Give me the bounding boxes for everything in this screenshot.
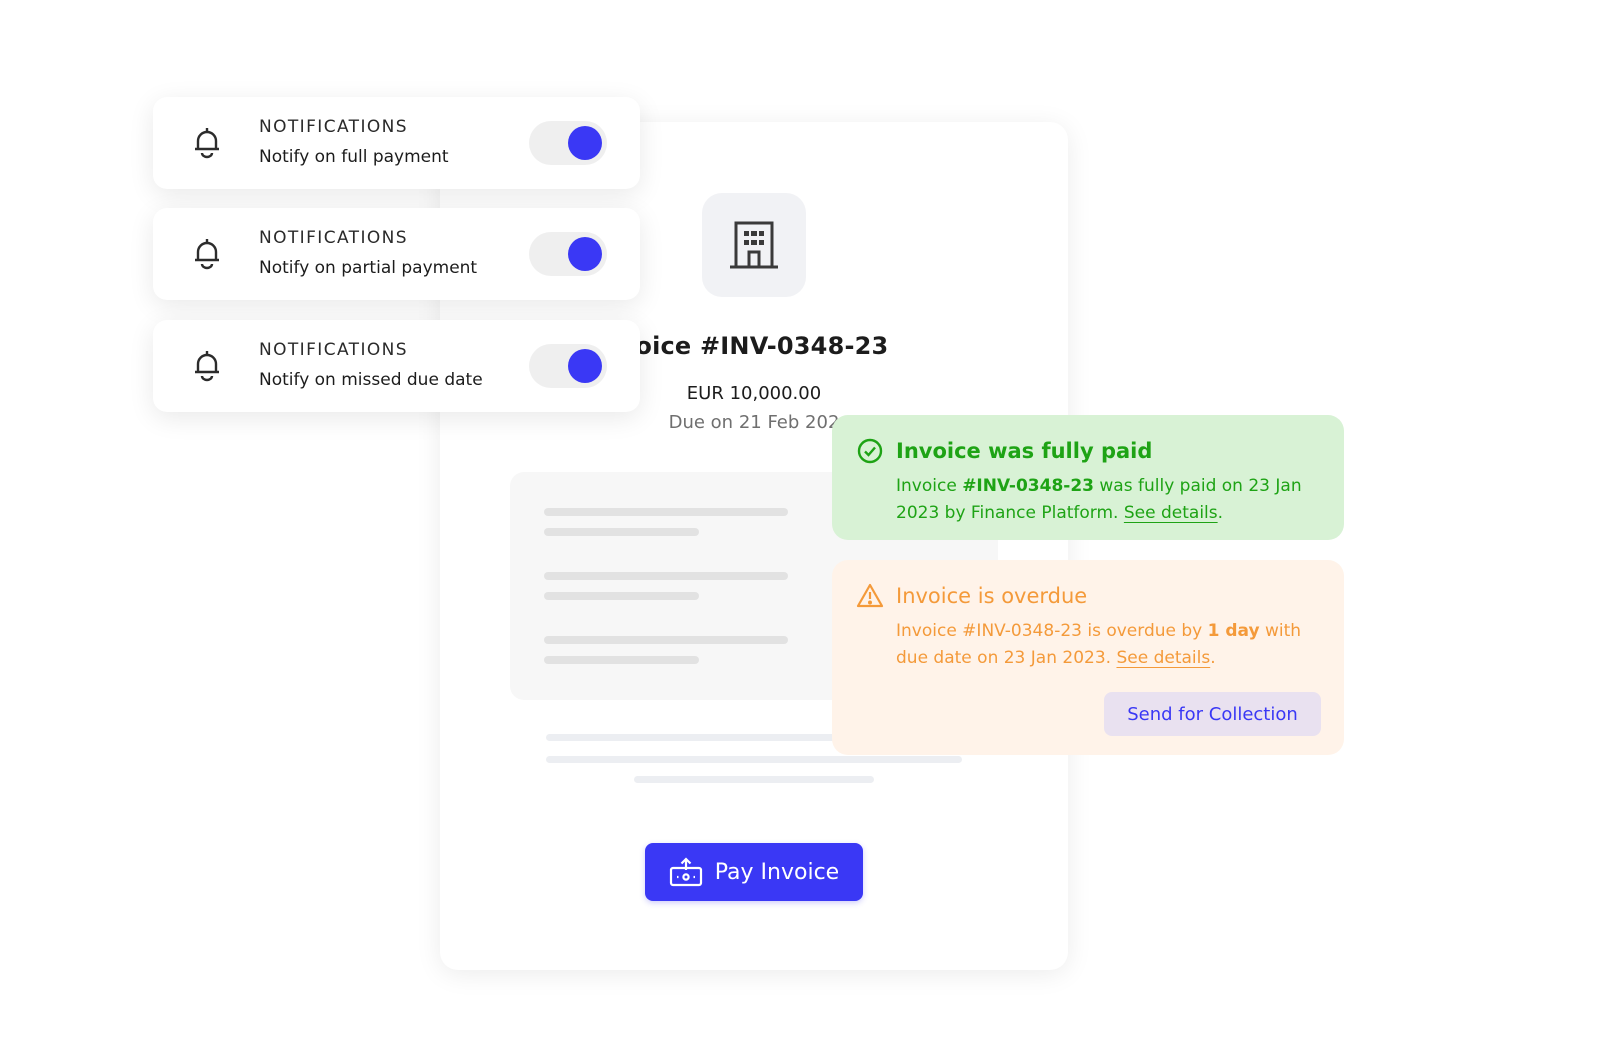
payment-upload-icon <box>669 857 702 887</box>
notification-label: Notify on missed due date <box>259 370 483 390</box>
alert-title: Invoice was fully paid <box>896 439 1153 463</box>
partial-payment-toggle[interactable] <box>529 232 607 276</box>
invoice-number: #INV-0348-23 <box>962 476 1094 496</box>
bell-icon <box>195 239 219 270</box>
placeholder-line <box>544 592 699 600</box>
placeholder-line <box>544 508 788 516</box>
invoice-amount: EUR 10,000.00 <box>686 383 822 404</box>
overdue-duration: 1 day <box>1207 621 1260 641</box>
notification-category: NOTIFICATIONS <box>259 340 408 360</box>
placeholder-line <box>634 776 874 783</box>
invoice-title: voice #INV-0348-23 <box>619 332 889 360</box>
alert-message: Invoice #INV-0348-23 is overdue by 1 day… <box>896 621 1302 668</box>
company-logo <box>702 193 806 297</box>
see-details-link[interactable]: See details <box>1116 648 1211 668</box>
bell-icon <box>195 128 219 159</box>
placeholder-line <box>544 636 788 644</box>
warning-triangle-icon <box>856 583 884 608</box>
bell-icon <box>195 351 219 382</box>
alert-title: Invoice is overdue <box>896 584 1088 608</box>
placeholder-line <box>544 656 699 664</box>
toggle-knob <box>568 126 602 160</box>
building-icon <box>730 221 778 269</box>
send-for-collection-button[interactable]: Send for Collection <box>1104 692 1321 736</box>
missed-due-date-toggle[interactable] <box>529 344 607 388</box>
alert-overdue: Invoice is overdue Invoice #INV-0348-23 … <box>832 560 1344 755</box>
notification-category: NOTIFICATIONS <box>259 117 408 137</box>
notification-category: NOTIFICATIONS <box>259 228 408 248</box>
full-payment-toggle[interactable] <box>529 121 607 165</box>
pay-invoice-button[interactable]: Pay Invoice <box>645 843 863 901</box>
check-circle-icon <box>857 438 883 464</box>
placeholder-line <box>544 528 699 536</box>
notification-partial-payment: NOTIFICATIONS Notify on partial payment <box>153 208 640 300</box>
alert-fully-paid: Invoice was fully paid Invoice #INV-0348… <box>832 415 1344 540</box>
notification-missed-due-date: NOTIFICATIONS Notify on missed due date <box>153 320 640 412</box>
placeholder-line <box>546 734 962 741</box>
placeholder-line <box>544 572 788 580</box>
notification-full-payment: NOTIFICATIONS Notify on full payment <box>153 97 640 189</box>
invoice-card: voice #INV-0348-23 EUR 10,000.00 Due on … <box>440 122 1068 970</box>
see-details-link[interactable]: See details <box>1123 503 1218 523</box>
toggle-knob <box>568 349 602 383</box>
pay-invoice-label: Pay Invoice <box>714 859 840 885</box>
toggle-knob <box>568 237 602 271</box>
placeholder-line <box>546 756 962 763</box>
invoice-due-date: Due on 21 Feb 202 <box>668 412 840 433</box>
notification-label: Notify on full payment <box>259 147 449 167</box>
notification-label: Notify on partial payment <box>259 258 478 278</box>
alert-message: Invoice #INV-0348-23 was fully paid on 2… <box>896 476 1302 523</box>
